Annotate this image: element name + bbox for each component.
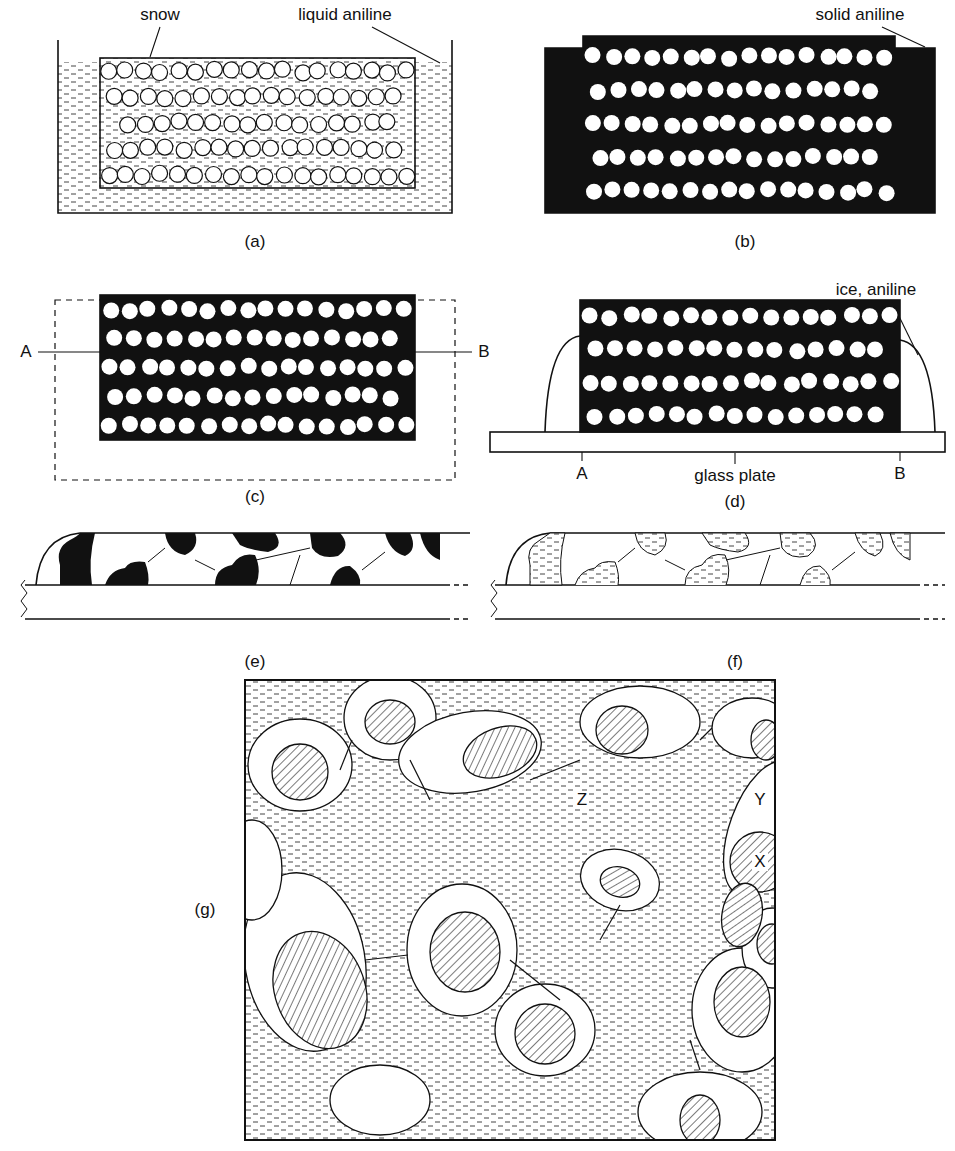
- panel-label: (b): [733, 233, 758, 252]
- snow-grains: [582, 307, 900, 426]
- panel-label: (g): [193, 901, 218, 920]
- panel-label: (d): [723, 493, 748, 512]
- part-label: A: [18, 343, 33, 362]
- snow-grains: [101, 300, 415, 435]
- panel-label: (e): [243, 653, 268, 672]
- panel-label: (a): [243, 233, 268, 252]
- part-label: glass plate: [692, 467, 777, 486]
- part-label: A: [574, 465, 589, 484]
- part-label: solid aniline: [814, 6, 907, 25]
- part-label: Z: [575, 791, 589, 810]
- part-label: X: [752, 853, 767, 872]
- part-label: ice, aniline: [834, 281, 918, 300]
- part-label: liquid aniline: [296, 6, 394, 25]
- panel-label: (c): [243, 488, 267, 507]
- part-label: B: [476, 343, 491, 362]
- part-label: snow: [138, 6, 182, 25]
- snow-grains: [101, 61, 415, 185]
- part-label: B: [892, 465, 907, 484]
- snow-grains: [585, 47, 895, 201]
- part-label: Y: [752, 791, 767, 810]
- panel-label: (f): [725, 653, 745, 672]
